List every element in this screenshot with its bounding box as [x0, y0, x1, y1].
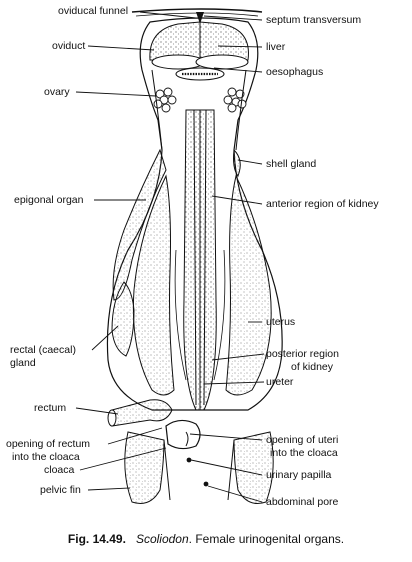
epigonal-organ-shape	[112, 148, 167, 301]
label-rectum: rectum	[34, 402, 67, 414]
figure-caption: Fig. 14.49. Scoliodon. Female urinogenit…	[0, 532, 412, 546]
label-liver: liver	[266, 41, 286, 53]
urinary-papilla-shape	[186, 457, 192, 463]
pelvic-fin-shape	[124, 431, 165, 504]
cloaca-shape	[165, 419, 201, 450]
uterus-shape	[225, 174, 272, 396]
oesophagus-shape	[175, 67, 225, 81]
label-urinary-papilla: urinary papilla	[266, 469, 332, 481]
label-cloaca: cloaca	[44, 464, 75, 476]
caption-genus: Scoliodon	[135, 532, 189, 546]
label-septum-transversum: septum transversum	[266, 14, 362, 26]
septum-transversum-shape	[131, 8, 263, 13]
label-anterior-region-of-kidney: anterior region of kidney	[266, 198, 379, 210]
label-posterior-kidney-1: posterior region	[266, 348, 339, 360]
label-opening-of-rectum-2: into the cloaca	[12, 451, 80, 463]
label-epigonal-organ: epigonal organ	[14, 194, 84, 206]
label-opening-of-uteri-1: opening of uteri	[266, 434, 339, 446]
label-ovary: ovary	[44, 86, 70, 98]
label-rectal-gland-1: rectal (caecal)	[10, 344, 76, 356]
label-uterus: uterus	[266, 316, 296, 328]
label-oviduct: oviduct	[52, 40, 86, 52]
liver-shape	[149, 21, 249, 61]
label-oviducal-funnel: oviducal funnel	[58, 5, 129, 17]
label-rectal-gland-2: gland	[10, 357, 36, 369]
abdominal-pore-shape	[203, 481, 209, 487]
ureter-line	[193, 109, 197, 406]
leader-lines	[75, 11, 265, 503]
label-ureter: ureter	[266, 376, 294, 388]
label-shell-gland: shell gland	[266, 158, 317, 170]
body-outline	[106, 17, 283, 411]
ovary-shape	[153, 87, 247, 113]
kidney-shape	[183, 109, 201, 411]
caption-figure-number: Fig. 14.49.	[67, 532, 126, 546]
caption-text: . Female urinogenital organs.	[188, 532, 345, 546]
label-opening-of-uteri-2: into the cloaca	[270, 447, 338, 459]
label-oesophagus: oesophagus	[266, 66, 324, 78]
label-posterior-kidney-2: of kidney	[291, 361, 334, 373]
label-abdominal-pore: abdominal pore	[266, 496, 339, 508]
shell-gland-shape	[233, 148, 241, 178]
rectal-gland-shape	[111, 281, 135, 357]
label-pelvic-fin: pelvic fin	[40, 484, 81, 496]
rectum-shape	[111, 399, 173, 427]
label-opening-of-rectum-1: opening of rectum	[6, 438, 91, 450]
